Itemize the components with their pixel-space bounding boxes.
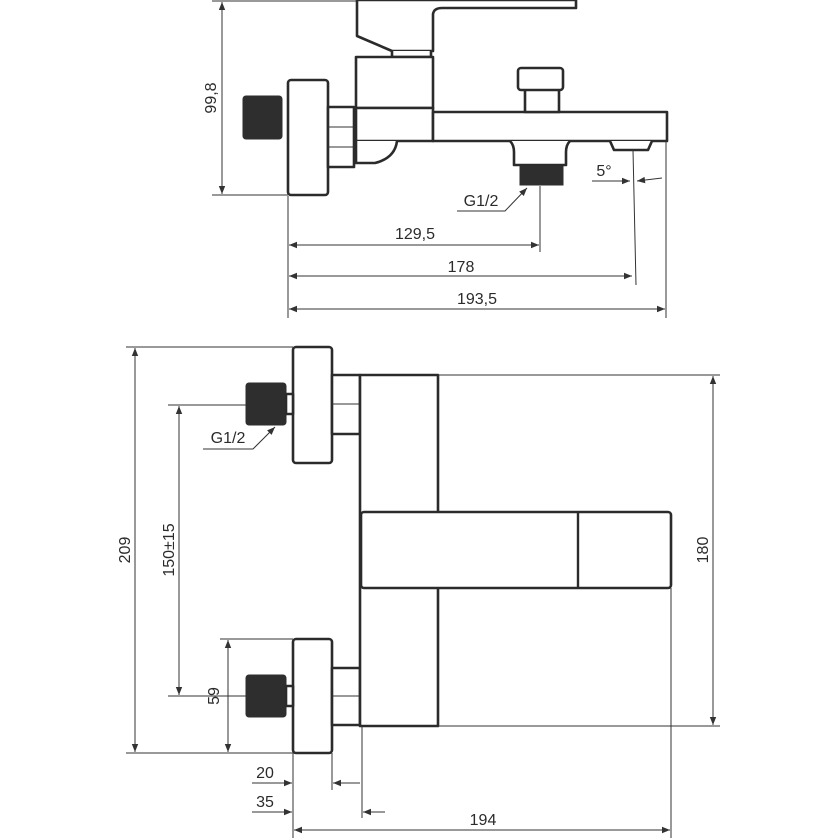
outlet-thread (519, 165, 564, 186)
wall-flange (286, 78, 330, 197)
spout-aerator (608, 140, 654, 152)
body-lower (354, 106, 435, 143)
lower-flange (291, 637, 334, 755)
inlet-thread-leader (203, 426, 276, 450)
lever-handle (355, 0, 578, 53)
total-height-label: 209 (117, 537, 134, 564)
thread-label: G1/2 (464, 193, 499, 210)
lower-stub (284, 684, 295, 708)
total-projection-label: 194 (470, 812, 497, 829)
spout-front (359, 510, 673, 590)
upper-stub (284, 392, 295, 416)
total-length-label: 193,5 (457, 291, 497, 308)
side-view: 99,8 129,5 178 193,5 5° G1/2 (203, 0, 669, 318)
inlet-thread-label: G1/2 (211, 430, 246, 447)
thread-leader (457, 187, 528, 212)
outlet-neck (509, 140, 571, 167)
inlet-thread (242, 95, 283, 140)
upper-inlet-thread (245, 382, 287, 426)
flange-height-label: 59 (206, 687, 223, 705)
lower-inlet-thread (245, 674, 287, 718)
inlet-spacing-label: 150±15 (161, 523, 178, 576)
front-view: 209 150±15 59 180 20 35 194 G1/2 (117, 345, 720, 838)
outlet-distance-label: 129,5 (395, 226, 435, 243)
diverter-stem (523, 87, 561, 114)
flange-depth-label: 20 (256, 765, 274, 782)
diverter-button (516, 66, 565, 92)
spout (431, 110, 669, 143)
upper-flange (291, 345, 334, 465)
connector-nut (326, 105, 356, 169)
body-bottom-curve (354, 140, 399, 165)
body-upper (354, 55, 435, 110)
height-label: 99,8 (203, 82, 220, 113)
body-offset-label: 35 (256, 794, 274, 811)
spout-tip-label: 178 (448, 259, 475, 276)
angle-label: 5° (596, 163, 611, 180)
body-height-label: 180 (695, 537, 712, 564)
